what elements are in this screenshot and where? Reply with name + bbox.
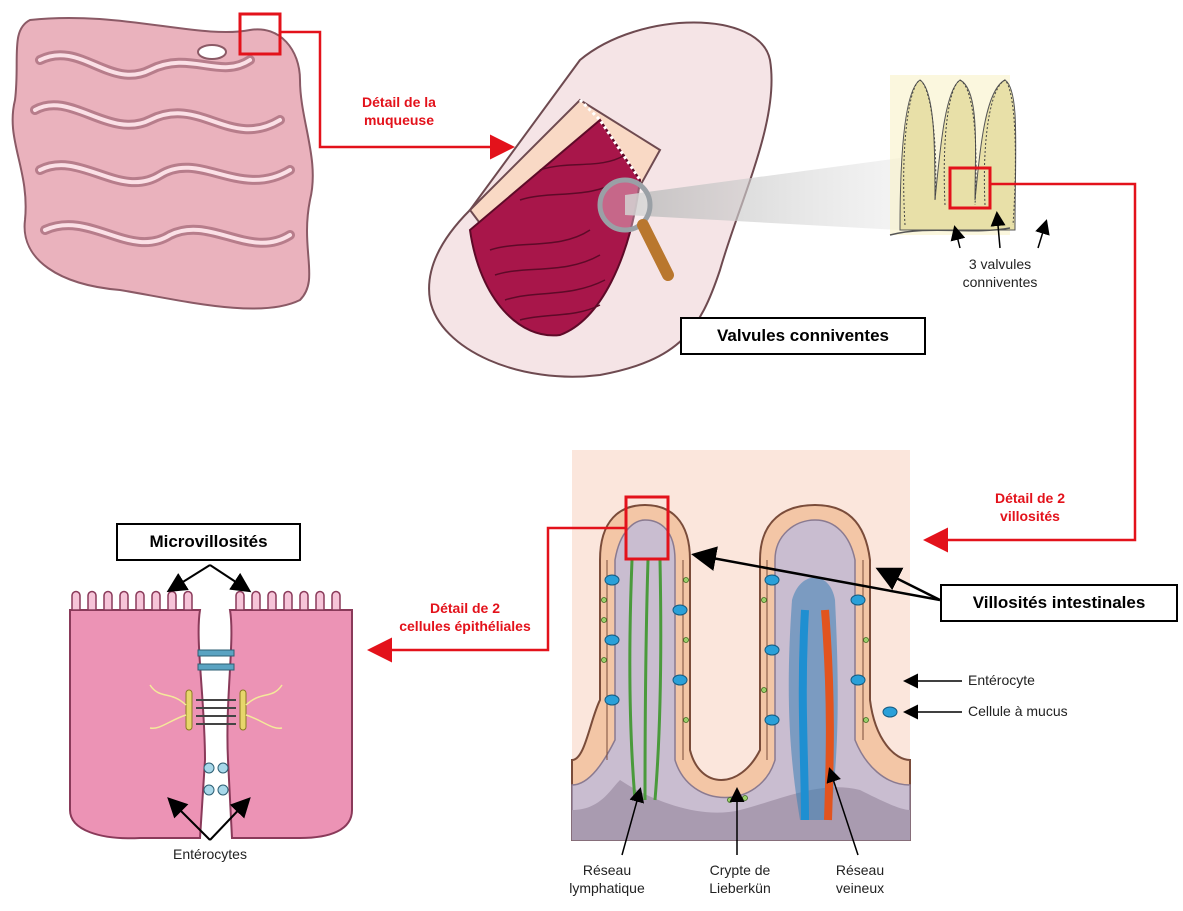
arrow-to-mucosa bbox=[280, 32, 510, 147]
label-crypte-line2: Lieberkün bbox=[685, 880, 795, 898]
label-detail-cellules-line1: Détail de 2 bbox=[380, 600, 550, 618]
valvules-illustration bbox=[890, 75, 1016, 235]
label-detail-villosites-line1: Détail de 2 bbox=[965, 490, 1095, 508]
small-intestine-illustration bbox=[13, 18, 313, 309]
label-detail-villosites: Détail de 2 villosités bbox=[965, 490, 1095, 525]
label-detail-muqueuse-line2: muqueuse bbox=[334, 112, 464, 130]
label-detail-villosites-line2: villosités bbox=[965, 508, 1095, 526]
label-reseau-lymphatique-line2: lymphatique bbox=[552, 880, 662, 898]
label-detail-muqueuse: Détail de la muqueuse bbox=[334, 94, 464, 129]
arrow-to-villi-detail bbox=[928, 184, 1135, 540]
label-reseau-veineux: Réseau veineux bbox=[805, 862, 915, 897]
title-villosites-intestinales: Villosités intestinales bbox=[940, 584, 1178, 622]
epithelial-cells-illustration bbox=[70, 592, 352, 839]
label-crypte-lieberkun: Crypte de Lieberkün bbox=[685, 862, 795, 897]
label-reseau-lymphatique-line1: Réseau bbox=[552, 862, 662, 880]
label-valvules-count: 3 valvules conniventes bbox=[930, 256, 1070, 291]
label-crypte-line1: Crypte de bbox=[685, 862, 795, 880]
label-reseau-veineux-line1: Réseau bbox=[805, 862, 915, 880]
label-valvules-count-line1: 3 valvules bbox=[930, 256, 1070, 274]
label-valvules-count-line2: conniventes bbox=[930, 274, 1070, 292]
label-detail-cellules-line2: cellules épithéliales bbox=[380, 618, 550, 636]
title-valvules-conniventes: Valvules conniventes bbox=[680, 317, 926, 355]
title-microvillosites: Microvillosités bbox=[116, 523, 301, 561]
villi-illustration bbox=[572, 450, 910, 840]
label-detail-muqueuse-line1: Détail de la bbox=[334, 94, 464, 112]
label-detail-cellules: Détail de 2 cellules épithéliales bbox=[380, 600, 550, 635]
label-cellule-mucus: Cellule à mucus bbox=[968, 703, 1108, 721]
label-enterocyte: Entérocyte bbox=[968, 672, 1088, 690]
label-reseau-lymphatique: Réseau lymphatique bbox=[552, 862, 662, 897]
label-enterocytes: Entérocytes bbox=[140, 846, 280, 864]
label-reseau-veineux-line2: veineux bbox=[805, 880, 915, 898]
